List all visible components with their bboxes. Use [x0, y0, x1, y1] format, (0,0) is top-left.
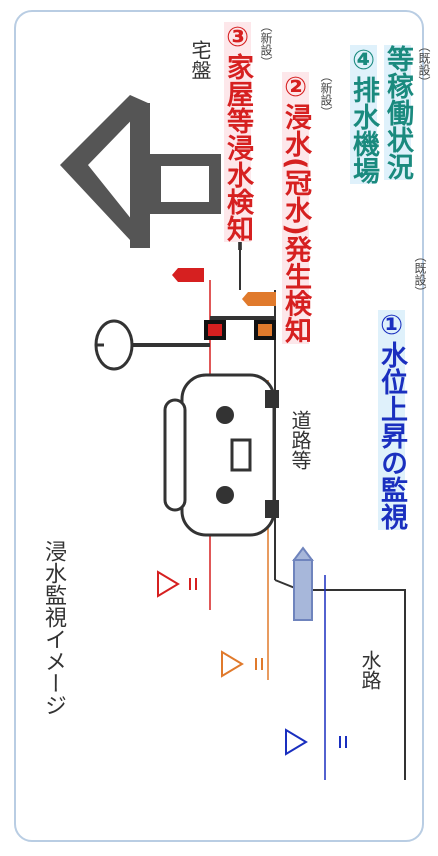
item3-label: ③家屋等浸水検知 — [222, 22, 253, 242]
house-wall — [130, 103, 150, 248]
sensor-box-a — [204, 320, 226, 340]
item4-label-line1: ④排水機場 — [348, 45, 379, 184]
waterway-label: 水路 — [358, 650, 382, 690]
house-label: 宅盤 — [188, 40, 212, 80]
diagram-title: 浸水監視イメージ — [41, 540, 66, 716]
item1-note: （既設） — [413, 250, 427, 298]
water-gauge — [293, 559, 313, 621]
sensor-box-b — [254, 320, 276, 340]
car-icon — [163, 373, 279, 537]
item4-note: （既設） — [417, 40, 431, 88]
road-sensor — [248, 292, 276, 306]
item4-label-line2: 等稼働状況 — [382, 45, 413, 180]
blue-level-marker — [285, 728, 308, 756]
house-door — [149, 154, 221, 214]
waterway-bank — [274, 579, 406, 780]
house-sensor — [178, 268, 204, 282]
orange-level-marker — [221, 650, 244, 678]
road-label: 道路等 — [288, 410, 312, 470]
item2-label: ②浸水(冠水)発生検知 — [280, 72, 311, 344]
item2-note: （新設） — [319, 70, 333, 118]
red-level-marker — [157, 570, 180, 598]
item1-label: ①水位上昇の監視 — [376, 310, 407, 530]
item3-note: （新設） — [259, 20, 273, 68]
